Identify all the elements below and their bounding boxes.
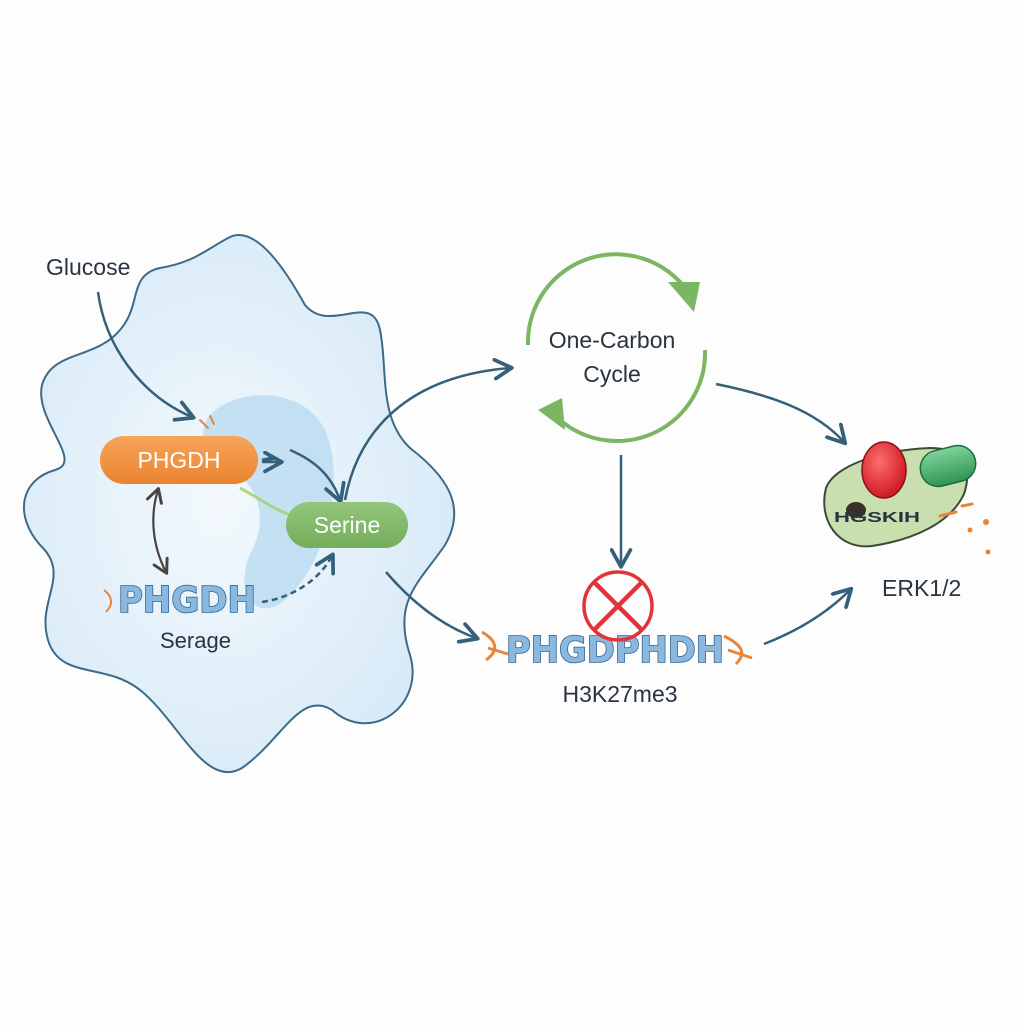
spark-dot-2 xyxy=(967,527,973,533)
cycle-arc-top xyxy=(525,252,694,346)
dna-strand-left xyxy=(103,589,112,613)
serine-node: Serine xyxy=(286,502,408,548)
glucose-to-phgdh-arrow xyxy=(96,291,196,422)
phgdh-gene-label: PHGDH xyxy=(118,580,256,621)
phgdh-serine-connector xyxy=(239,486,291,517)
spark-dot-1 xyxy=(983,519,989,525)
cycle-arc-right xyxy=(558,349,708,443)
erk-green-domain xyxy=(919,444,977,488)
repressed-gene-label: PHGDPHDH xyxy=(506,630,724,671)
erk-protein-text: HGSKIH xyxy=(834,509,920,526)
phgdh-bidirectional-arrow xyxy=(145,487,169,575)
cycle-label-line2: Cycle xyxy=(583,361,641,387)
erk-dark-spot xyxy=(846,502,866,518)
inhibition-cross-icon xyxy=(582,570,654,642)
erk-label: ERK1/2 xyxy=(882,575,961,601)
erk-sparks xyxy=(938,502,974,518)
serage-label: Serage xyxy=(160,628,231,653)
erk-protein: HGSKIH xyxy=(823,441,991,555)
h3k27me3-label: H3K27me3 xyxy=(562,681,677,707)
erk-red-domain xyxy=(861,441,907,499)
cycle-arrowhead-top xyxy=(668,282,700,312)
repression-to-erk-arrow xyxy=(763,586,854,646)
serine-to-cycle-arrow xyxy=(343,357,514,501)
one-carbon-cycle: One-Carbon Cycle xyxy=(525,252,708,443)
cycle-arrowhead-bottom xyxy=(538,398,565,430)
spark-dot-3 xyxy=(985,549,991,555)
gene-to-serine-arrow xyxy=(261,552,336,604)
spark-mark xyxy=(199,415,215,429)
phgdh-enzyme-node: PHGDH xyxy=(100,436,258,484)
phgdh-gene-node: PHGDH xyxy=(103,579,257,622)
glucose-label: Glucose xyxy=(46,254,130,280)
dna-strand-right-2 xyxy=(723,634,753,666)
repressed-phgdh-gene: PHGDPHDH xyxy=(481,570,753,672)
serine-label: Serine xyxy=(314,512,380,538)
cycle-label-line1: One-Carbon xyxy=(549,327,676,353)
dna-strand-left-2 xyxy=(481,630,509,662)
cell-to-repressed-gene-arrow xyxy=(385,571,480,644)
phgdh-enzyme-label: PHGDH xyxy=(137,447,220,473)
cycle-to-erk-arrow xyxy=(715,382,848,446)
